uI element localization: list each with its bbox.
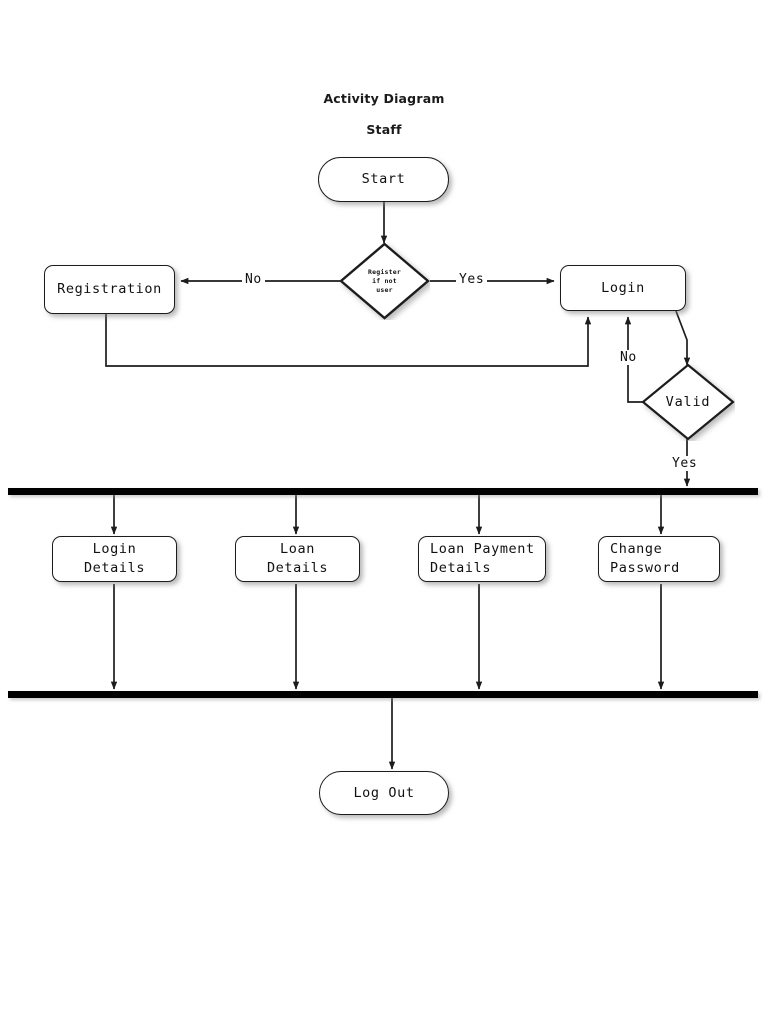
node-registration[interactable]: Registration <box>44 265 175 314</box>
node-register-decision[interactable]: Register if not user <box>339 242 430 320</box>
node-login-details[interactable]: Login Details <box>52 536 177 582</box>
diagram-title: Activity Diagram <box>323 91 445 106</box>
edge-login-to-valid-decision <box>675 310 691 366</box>
node-start[interactable]: Start <box>318 157 449 202</box>
edge-label-yes-valid: Yes <box>669 456 701 471</box>
node-valid-decision[interactable]: Valid <box>641 363 735 441</box>
node-change-password[interactable]: Change Password <box>598 536 720 582</box>
node-log-out[interactable]: Log Out <box>319 771 449 815</box>
node-loan-details[interactable]: Loan Details <box>235 536 360 582</box>
diamond-shape <box>339 242 430 320</box>
edge-label-no-register: No <box>242 272 265 287</box>
edge-registration-to-login <box>105 314 592 367</box>
edge-label-yes-register: Yes <box>456 272 488 287</box>
node-loan-payment-details[interactable]: Loan Payment Details <box>418 536 546 582</box>
diagram-subtitle: Staff <box>366 122 402 137</box>
diamond-shape <box>641 363 735 441</box>
edge-valid-no-to-login <box>624 316 643 403</box>
node-login[interactable]: Login <box>560 265 686 311</box>
join-bar <box>8 691 758 698</box>
edge-label-no-valid: No <box>617 350 640 365</box>
fork-bar <box>8 488 758 495</box>
